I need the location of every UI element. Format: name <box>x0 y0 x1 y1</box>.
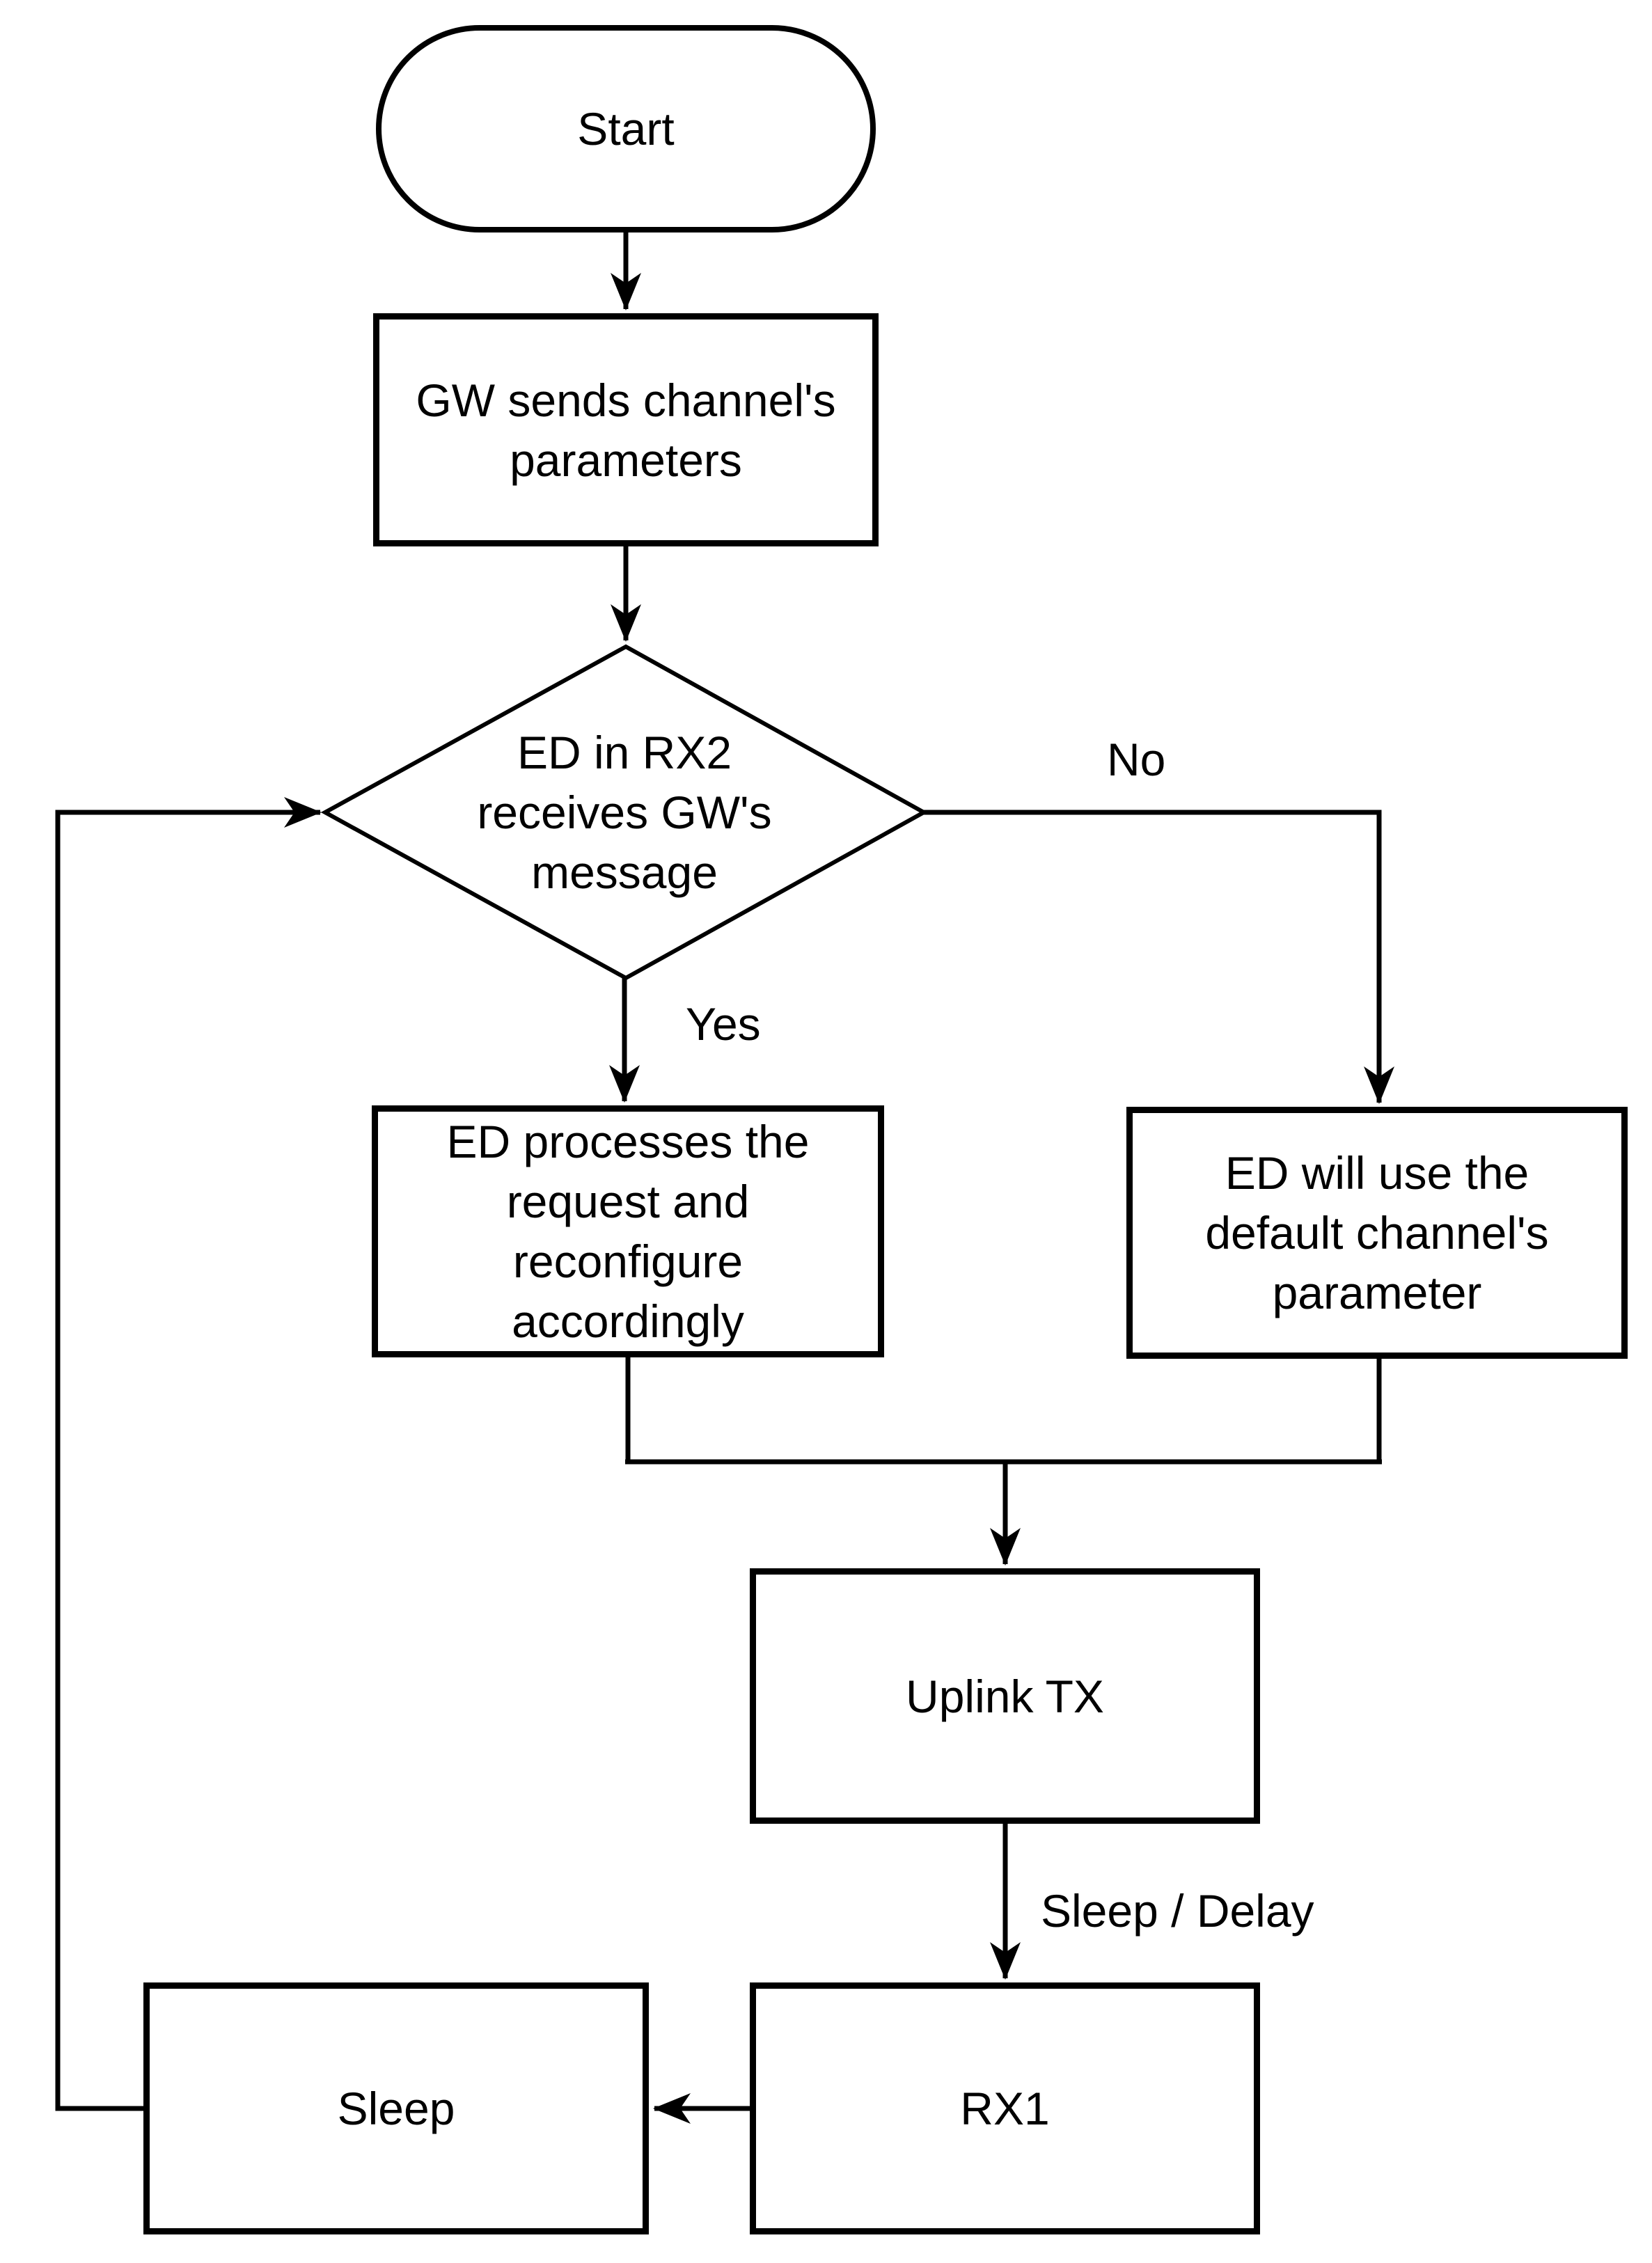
node-uplink-tx: Uplink TX <box>750 1568 1260 1824</box>
node-start-label: Start <box>577 103 675 155</box>
node-rx2-decision-line: receives GW's <box>477 787 772 838</box>
node-ed-processes-line: accordingly <box>512 1295 744 1347</box>
node-gw-sends-line: GW sends channel's <box>416 374 836 426</box>
edge-label-no: No <box>1107 734 1166 785</box>
node-ed-default-line: parameter <box>1272 1267 1482 1318</box>
node-rx2-decision: ED in RX2 receives GW's message <box>402 707 847 918</box>
decision-diamond-shape <box>320 644 929 981</box>
edge-label-yes: Yes <box>686 998 761 1050</box>
node-rx2-decision-line: ED in RX2 <box>517 727 732 778</box>
node-ed-processes-line: ED processes the <box>446 1116 810 1167</box>
node-rx2-decision-line: message <box>531 846 718 898</box>
node-ed-processes-line: reconfigure <box>512 1236 744 1287</box>
node-uplink-tx-label: Uplink TX <box>906 1670 1104 1722</box>
node-ed-default-line: default channel's <box>1205 1207 1549 1259</box>
node-start: Start <box>376 25 876 232</box>
node-ed-default: ED will use the default channel's parame… <box>1126 1107 1628 1359</box>
edge-sleep-loop-to-decision <box>55 797 322 2111</box>
node-sleep: Sleep <box>143 1982 649 2234</box>
edge-decision-no-to-default <box>924 810 1394 1104</box>
node-gw-sends-line: parameters <box>510 434 742 486</box>
edge-label-sleep-delay: Sleep / Delay <box>1041 1885 1314 1937</box>
node-gw-sends: GW sends channel's parameters <box>373 313 879 546</box>
node-ed-processes-line: request and <box>506 1176 750 1227</box>
node-ed-default-line: ED will use the <box>1225 1147 1529 1199</box>
node-sleep-label: Sleep <box>337 2083 455 2134</box>
node-rx1-label: RX1 <box>960 2083 1050 2134</box>
node-rx1: RX1 <box>750 1982 1260 2234</box>
node-ed-processes: ED processes the request and reconfigure… <box>372 1105 884 1357</box>
